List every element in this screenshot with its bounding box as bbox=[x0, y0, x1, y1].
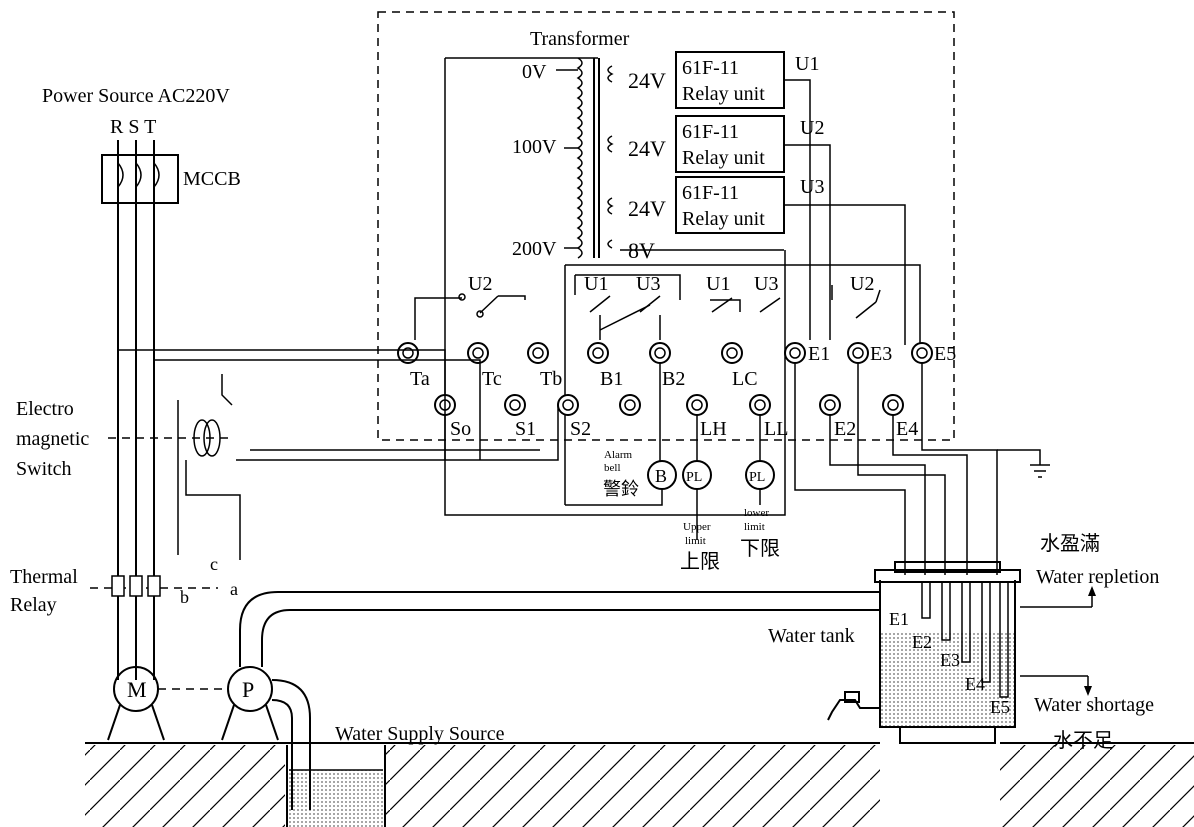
lower-limit-cn: 下限 bbox=[740, 537, 780, 560]
relay-unit-1: 61F-11 Relay unit bbox=[675, 51, 785, 109]
terminal-e5: E5 bbox=[934, 343, 956, 365]
upper-limit-2: limit bbox=[685, 535, 706, 547]
water-tank bbox=[827, 561, 1021, 744]
switch-u2-label: U2 bbox=[468, 273, 492, 295]
power-source-label: Power Source AC220V bbox=[42, 85, 230, 107]
terminal-e4: E4 bbox=[896, 418, 918, 440]
upper-limit-1: Upper bbox=[683, 521, 711, 533]
relay-unit-3: 61F-11 Relay unit bbox=[675, 176, 785, 234]
mccb-box bbox=[101, 154, 179, 204]
water-tank-label: Water tank bbox=[768, 625, 855, 647]
terminal-so: So bbox=[450, 418, 471, 440]
secondary-24v-1: 24V bbox=[628, 68, 666, 93]
terminal-e3: E3 bbox=[870, 343, 892, 365]
relay-unit-2: 61F-11 Relay unit bbox=[675, 115, 785, 173]
terminal-s1: S1 bbox=[515, 418, 536, 440]
svg-text:61F-11: 61F-11 bbox=[682, 57, 739, 79]
level-indicators bbox=[1020, 586, 1096, 696]
terminal-ta: Ta bbox=[410, 368, 430, 390]
pump: P bbox=[221, 666, 279, 741]
lower-limit-2: limit bbox=[744, 521, 765, 533]
electromagnetic-switch bbox=[108, 349, 559, 560]
electrode-e4: E4 bbox=[965, 674, 985, 694]
contact-c: c bbox=[210, 554, 218, 574]
lower-pl-symbol: PL bbox=[749, 470, 765, 485]
internal-contacts bbox=[414, 274, 881, 340]
terminal-b2: B2 bbox=[662, 368, 685, 390]
alarm-label-2: bell bbox=[604, 462, 621, 474]
transformer-label: Transformer bbox=[530, 28, 630, 50]
secondary-24v-3: 24V bbox=[628, 196, 666, 221]
svg-text:M: M bbox=[127, 677, 147, 702]
secondary-24v-2: 24V bbox=[628, 136, 666, 161]
rst-label: R S T bbox=[110, 116, 156, 138]
u2-label: U2 bbox=[800, 117, 824, 139]
shortage-en: Water shortage bbox=[1034, 694, 1154, 716]
shortage-cn: 水不足 bbox=[1053, 729, 1113, 752]
tap-0v: 0V bbox=[522, 61, 547, 83]
contact-b: b bbox=[180, 587, 189, 607]
switch-u1-label-a: U1 bbox=[584, 273, 608, 295]
svg-text:Relay unit: Relay unit bbox=[682, 208, 765, 230]
control-box-outline bbox=[377, 11, 955, 441]
terminal-ll: LL bbox=[764, 418, 788, 440]
svg-text:61F-11: 61F-11 bbox=[682, 121, 739, 143]
thermal-label-1: Thermal bbox=[10, 566, 78, 588]
water-supply-well bbox=[286, 745, 386, 827]
alarm-label-1: Alarm bbox=[604, 449, 633, 461]
terminal-s2: S2 bbox=[570, 418, 591, 440]
terminal-row-lower bbox=[434, 394, 904, 416]
electrode-wires bbox=[794, 363, 1050, 575]
terminal-e1: E1 bbox=[808, 343, 830, 365]
thermal-label-2: Relay bbox=[10, 594, 57, 616]
secondary-windings bbox=[607, 65, 614, 249]
terminal-b1: B1 bbox=[600, 368, 623, 390]
terminal-e2: E2 bbox=[834, 418, 856, 440]
u1-label: U1 bbox=[795, 53, 819, 75]
terminal-row-upper bbox=[397, 342, 933, 364]
svg-text:Relay unit: Relay unit bbox=[682, 83, 765, 105]
motor: M bbox=[107, 666, 165, 741]
lower-limit-1: lower bbox=[744, 507, 769, 519]
svg-text:Relay unit: Relay unit bbox=[682, 147, 765, 169]
repletion-cn: 水盈滿 bbox=[1040, 532, 1100, 555]
tap-200v: 200V bbox=[512, 238, 557, 260]
electro-label-2: magnetic bbox=[16, 428, 89, 450]
u3-label: U3 bbox=[800, 176, 824, 198]
mccb-label: MCCB bbox=[183, 168, 241, 190]
repletion-en: Water repletion bbox=[1036, 566, 1159, 588]
electro-label-1: Electro bbox=[16, 398, 74, 420]
electrode-e1: E1 bbox=[889, 609, 909, 629]
bell-symbol: B bbox=[655, 466, 667, 486]
main-power-lines bbox=[117, 140, 160, 680]
terminal-lc: LC bbox=[732, 368, 758, 390]
electrode-e2: E2 bbox=[912, 632, 932, 652]
upper-limit-cn: 上限 bbox=[680, 550, 720, 573]
terminal-tb: Tb bbox=[540, 368, 562, 390]
thermal-relay bbox=[90, 575, 218, 597]
contact-a: a bbox=[230, 579, 238, 599]
electrode-e5: E5 bbox=[990, 697, 1010, 717]
relay-output-wires bbox=[444, 57, 921, 516]
pump-piping bbox=[239, 591, 880, 810]
alarm-label-cn: 警鈴 bbox=[603, 479, 639, 499]
upper-pl-symbol: PL bbox=[686, 470, 702, 485]
svg-text:61F-11: 61F-11 bbox=[682, 182, 739, 204]
terminal-tc: Tc bbox=[482, 368, 502, 390]
ground bbox=[85, 742, 1194, 827]
terminal-lh: LH bbox=[700, 418, 727, 440]
svg-text:P: P bbox=[242, 677, 254, 702]
alarm-and-pilot-lamps: B PL PL bbox=[565, 363, 775, 540]
electrode-e3: E3 bbox=[940, 650, 960, 670]
switch-u3-label-a: U3 bbox=[636, 273, 660, 295]
switch-u1-label-b: U1 bbox=[706, 273, 730, 295]
transformer-primary-coil bbox=[576, 57, 600, 259]
switch-u2-label-b: U2 bbox=[850, 273, 874, 295]
water-supply-label: Water Supply Source bbox=[335, 723, 505, 745]
electro-label-3: Switch bbox=[16, 458, 72, 480]
tap-100v: 100V bbox=[512, 136, 557, 158]
switch-u3-label-b: U3 bbox=[754, 273, 778, 295]
